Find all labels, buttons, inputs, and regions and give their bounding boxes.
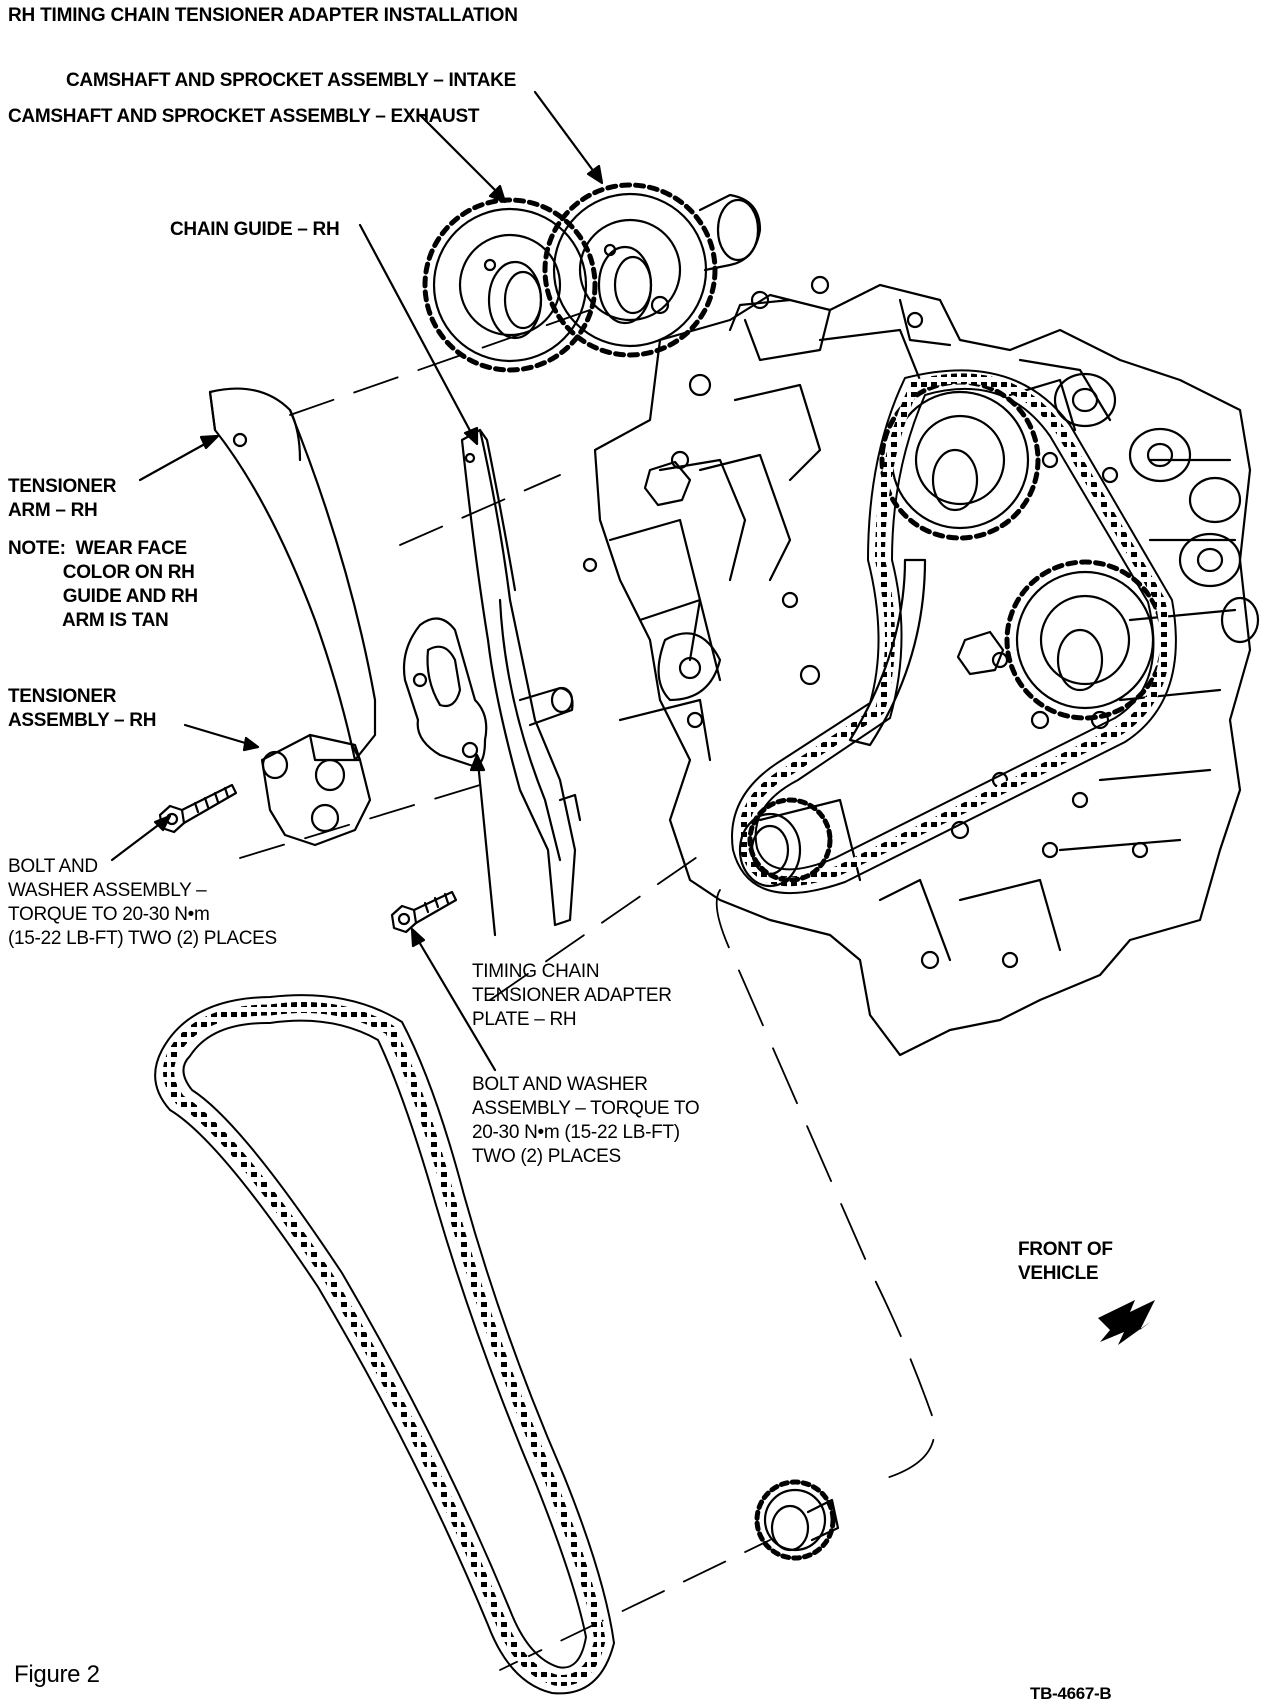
- label-front-of-vehicle: FRONT OF VEHICLE: [1018, 1239, 1113, 1284]
- tensioner-arm: [208, 387, 377, 762]
- label-tensioner-arm: TENSIONER ARM – RH: [8, 476, 117, 521]
- chain-guide: [460, 428, 582, 927]
- diagram-title: RH TIMING CHAIN TENSIONER ADAPTER INSTAL…: [8, 5, 518, 26]
- label-adapter-plate: TIMING CHAIN TENSIONER ADAPTER PLATE – R…: [472, 961, 672, 1030]
- tensioner-assembly: [260, 733, 372, 847]
- label-camshaft-intake: CAMSHAFT AND SPROCKET ASSEMBLY – INTAKE: [66, 70, 516, 91]
- bolt-center: [390, 890, 458, 934]
- crank-alignment-line: [715, 889, 936, 1481]
- installed-timing-chain: [738, 373, 1170, 887]
- installed-chain-guide: [848, 558, 927, 747]
- label-bolt-washer-center: BOLT AND WASHER ASSEMBLY – TORQUE TO 20-…: [472, 1074, 700, 1167]
- label-bolt-washer-left: BOLT AND WASHER ASSEMBLY – TORQUE TO 20-…: [8, 856, 277, 949]
- label-chain-guide: CHAIN GUIDE – RH: [170, 219, 340, 240]
- camshaft-sprocket-exhaust: [422, 197, 598, 373]
- crankshaft-sprocket-installed: [738, 797, 833, 888]
- bolt-left: [158, 783, 238, 834]
- crankshaft-sprocket-loose: [754, 1479, 840, 1561]
- engine-block: [582, 275, 1260, 1057]
- label-camshaft-exhaust: CAMSHAFT AND SPROCKET ASSEMBLY – EXHAUST: [8, 106, 480, 127]
- label-tensioner-assembly: TENSIONER ASSEMBLY – RH: [8, 686, 157, 731]
- alignment-lines: [239, 309, 771, 1671]
- loose-timing-chain: [163, 1002, 606, 1686]
- figure-code: TB-4667-B: [1030, 1684, 1112, 1703]
- label-note: NOTE: WEAR FACE COLOR ON RH GUIDE AND RH…: [8, 538, 198, 631]
- tensioner-adapter-plate: [402, 617, 488, 767]
- figure-label: Figure 2: [14, 1661, 100, 1688]
- front-of-vehicle-arrow: [1098, 1300, 1155, 1345]
- camshaft-sprocket-intake: [542, 182, 762, 358]
